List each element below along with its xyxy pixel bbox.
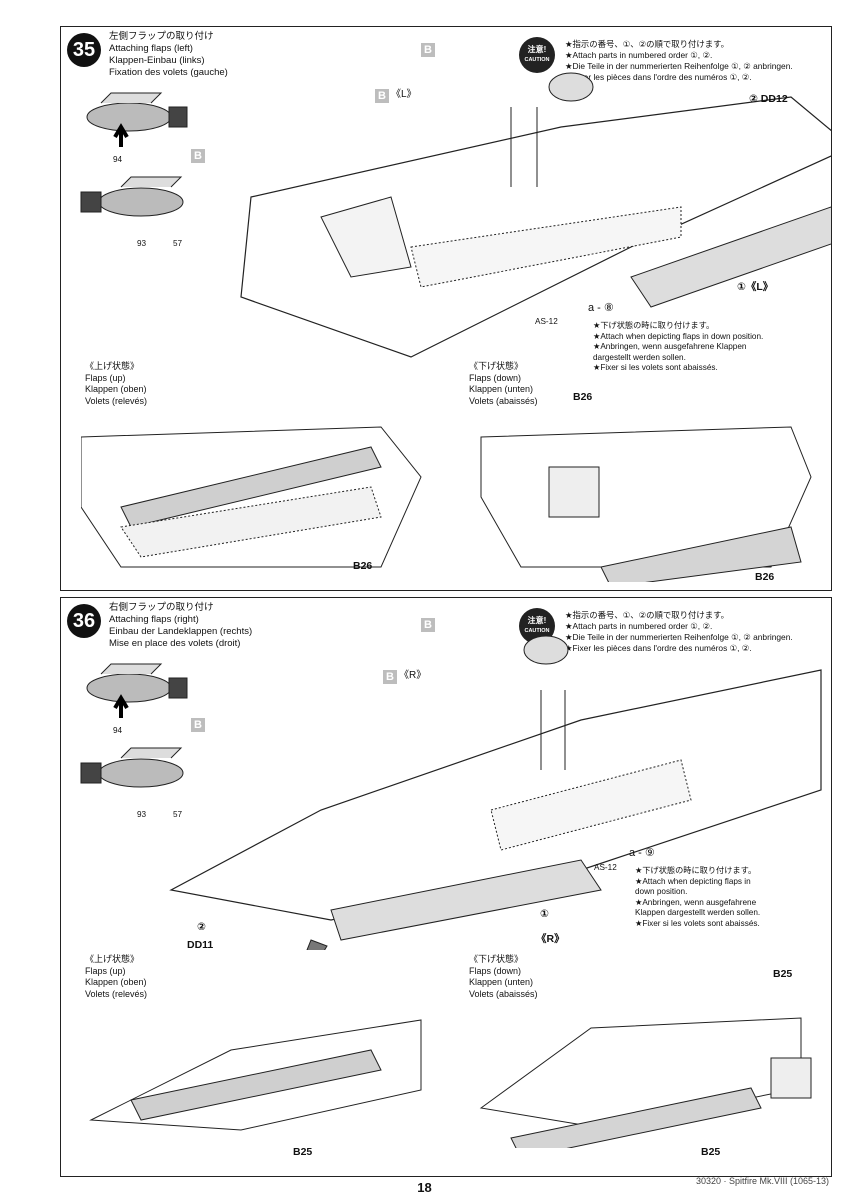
title-fr: Fixation des volets (gauche) [109,67,228,78]
footer-code: 30320 · Spitfire Mk.VIII (1065-13) [695,1176,829,1186]
title-ja: 左側フラップの取り付け [109,31,214,42]
bomb-lower-icon [80,176,184,217]
title-de: Klappen-Einbau (links) [109,55,205,66]
side-label: 《L》 [391,89,417,100]
part-57-label: 57 [173,810,183,819]
sprue-b-box-top: B [421,618,435,632]
b25-up-label: B25 [293,1146,313,1158]
part-94-label: 94 [113,726,123,735]
b25-flap-part [510,1087,762,1148]
screw-label: AS-12 [535,317,558,326]
bomb-diagram [80,663,188,788]
bomb-diagram [80,92,188,217]
sprue-b-box-top: B [421,43,435,57]
step-35-panel: 35 左側フラップの取り付け Attaching flaps (left) Kl… [60,26,832,591]
caution-badge: 注意! CAUTION [519,37,555,73]
title-en: Attaching flaps (left) [109,43,193,54]
down-note: ★下げ状態の時に取り付けます。 ★Attach when depicting f… [593,321,764,372]
part-94-label: 94 [113,155,123,164]
order-note: ★指示の番号、①、②の順で取り付けます。 ★Attach parts in nu… [565,39,793,82]
screw-ref: a - ⑨ [629,847,655,859]
flaps-up-label: 《上げ状態》 Flaps (up) Klappen (oben) Volets … [85,954,148,999]
step-title: 右側フラップの取り付け Attaching flaps (right) Einb… [109,602,253,649]
step-title: 左側フラップの取り付け Attaching flaps (left) Klapp… [109,31,228,79]
flap-part [630,206,831,308]
dd11-num: ② [197,921,206,933]
flaps-down-label: 《下げ状態》 Flaps (down) Klappen (unten) Vole… [469,954,538,999]
flap-r-label: 《R》 [536,933,565,945]
part-93-label: 93 [137,810,147,819]
side-label: 《R》 [399,670,427,681]
flap-up-part [120,446,382,528]
arrow-icon [113,694,129,718]
flap-up-part [130,1049,382,1121]
down-note: ★下げ状態の時に取り付けます。 ★Attach when depicting f… [635,866,761,928]
bomb-main-icon [523,635,569,665]
screw-label: AS-12 [594,863,617,872]
step-number: 35 [67,33,101,67]
flaps-up-diagram [89,1019,422,1131]
b26-top-label: B26 [573,391,593,403]
page-number: 18 [417,1180,432,1195]
screw-ref: a - ⑧ [588,302,614,314]
flap-l-label: ①《L》 [737,281,774,293]
wing-assembly-diagram [240,72,831,358]
b26-small-part [548,466,600,518]
bomb-lower-icon [80,747,184,788]
flaps-down-diagram [480,426,812,582]
step-36-panel: 36 右側フラップの取り付け Attaching flaps (right) E… [60,597,832,1177]
flaps-up-diagram [81,426,422,568]
part-57-label: 57 [173,239,183,248]
dd11-part [306,939,328,950]
sprue-b-box-side: B [375,89,389,103]
b26-down-label: B26 [755,571,775,583]
flaps-down-label: 《下げ状態》 Flaps (down) Klappen (unten) Vole… [469,361,538,406]
order-note: ★指示の番号、①、②の順で取り付けます。 ★Attach parts in nu… [565,610,793,653]
bomb-upper-icon [86,92,188,132]
flaps-down-diagram [479,1017,812,1148]
b26-flap-part [600,526,802,582]
sprue-b-box: B [191,149,205,163]
flap-part [330,859,602,941]
arrow-icon [113,123,129,147]
sprue-b-box: B [191,718,205,732]
flaps-up-label: 《上げ状態》 Flaps (up) Klappen (oben) Volets … [85,361,148,406]
dd11-label: DD11 [187,939,214,951]
dd12-label: ② DD12 [749,93,788,105]
b26-up-label: B26 [353,560,373,572]
b25-small-part [770,1057,812,1099]
bomb-upper-icon [86,663,188,703]
bomb-main-icon [548,72,594,102]
b25-top-label: B25 [773,968,793,980]
sprue-b-box-side: B [383,670,397,684]
b25-down-label: B25 [701,1146,721,1158]
part-93-label: 93 [137,239,147,248]
wing-assembly-diagram [169,635,822,950]
step-number: 36 [67,604,101,638]
flap-r-num: ① [540,908,549,920]
